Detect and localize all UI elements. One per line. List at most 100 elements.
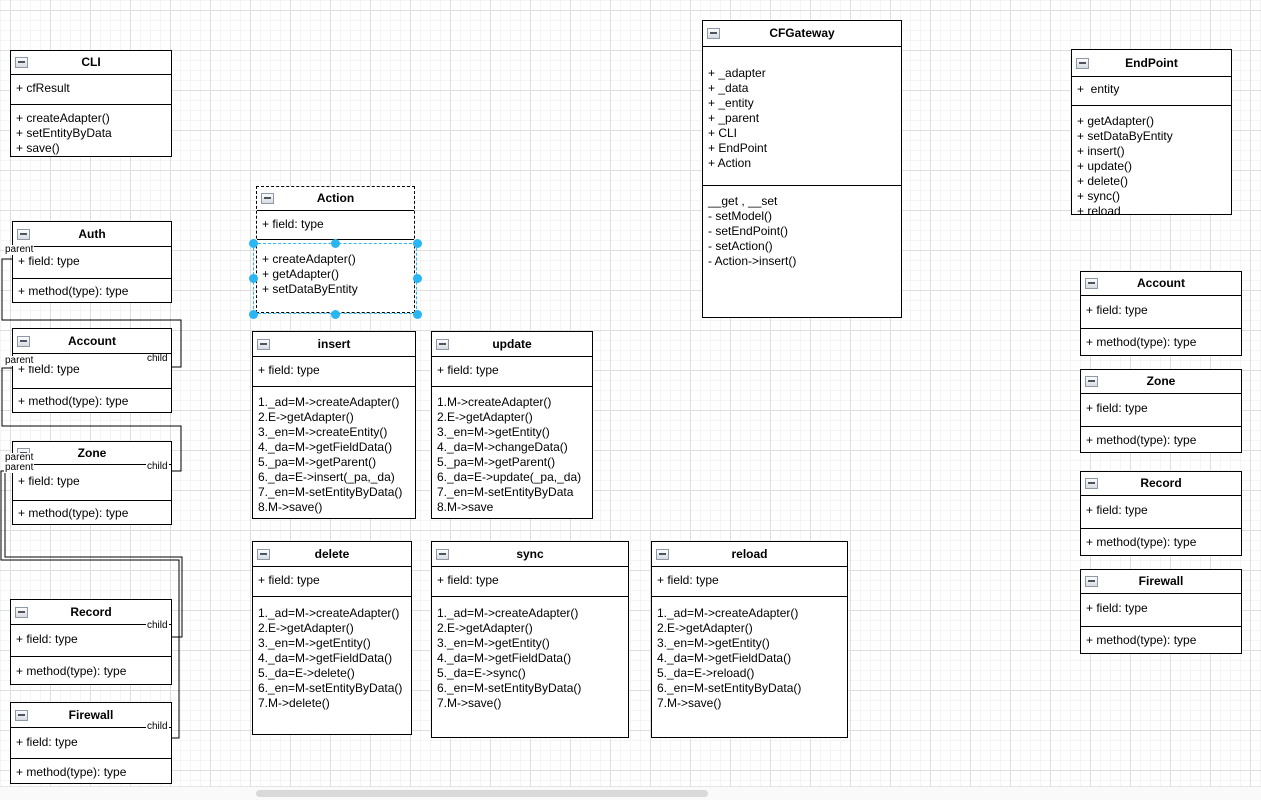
class-node-zone-right[interactable]: Zone+ field: type+ method(type): type — [1080, 369, 1242, 453]
edge-zone-firewall[interactable] — [0, 470, 180, 739]
class-member: + insert() — [1077, 144, 1125, 158]
selection-handle-n[interactable] — [331, 239, 340, 248]
class-compartment-fields[interactable]: + field: type — [432, 566, 628, 596]
class-compartment-fields[interactable]: + field: type — [1081, 593, 1241, 626]
class-compartment-methods[interactable]: 1._ad=M->createAdapter()2.E->getAdapter(… — [652, 596, 847, 737]
selection-handle-ne[interactable] — [413, 239, 422, 248]
class-compartment-fields[interactable]: + field: type — [253, 566, 411, 596]
class-node-account-right[interactable]: Account+ field: type+ method(type): type — [1080, 271, 1242, 356]
class-node-auth[interactable]: Auth+ field: type+ method(type): type — [12, 221, 172, 303]
class-compartment-methods[interactable]: + method(type): type — [1081, 626, 1241, 653]
class-compartment-methods[interactable]: + getAdapter()+ setDataByEntity+ insert(… — [1072, 105, 1231, 214]
class-node-firewall-left[interactable]: Firewall+ field: type+ method(type): typ… — [10, 702, 172, 784]
class-node-cfgateway[interactable]: CFGateway+ _adapter+ _data+ _entity+ _pa… — [702, 20, 902, 318]
class-member: 7.M->save() — [437, 696, 502, 710]
class-compartment-methods[interactable]: + method(type): type — [13, 278, 171, 302]
edge-auth-account[interactable] — [1, 258, 182, 368]
class-compartment-methods[interactable]: + createAdapter()+ setEntityByData+ save… — [11, 104, 171, 156]
collapse-icon[interactable] — [656, 549, 669, 560]
selection-handle-s[interactable] — [331, 310, 340, 319]
class-node-cli[interactable]: CLI+ cfResult+ createAdapter()+ setEntit… — [10, 50, 172, 157]
selection-handle-nw[interactable] — [249, 239, 258, 248]
collapse-icon[interactable] — [1085, 376, 1098, 387]
class-node-action[interactable]: Action+ field: type+ createAdapter()+ ge… — [256, 186, 415, 313]
collapse-icon[interactable] — [257, 549, 270, 560]
class-compartment-fields[interactable]: + entity — [1072, 76, 1231, 105]
class-compartment-fields[interactable]: + _adapter+ _data+ _entity+ _parent+ CLI… — [703, 46, 901, 185]
class-compartment-fields[interactable]: + field: type — [432, 356, 592, 386]
class-compartment-fields[interactable]: + field: type — [1081, 495, 1241, 528]
collapse-icon[interactable] — [17, 229, 30, 240]
selection-handle-e[interactable] — [413, 274, 422, 283]
selection-handle-se[interactable] — [413, 310, 422, 319]
collapse-icon[interactable] — [707, 28, 720, 39]
class-compartment-methods[interactable]: + method(type): type — [1081, 328, 1241, 355]
class-compartment-methods[interactable]: 1._ad=M->createAdapter()2.E->getAdapter(… — [253, 596, 411, 734]
class-compartment-methods[interactable]: + method(type): type — [11, 656, 171, 684]
class-title: Action — [316, 191, 355, 205]
class-node-endpoint[interactable]: EndPoint+ entity+ getAdapter()+ setDataB… — [1071, 49, 1232, 215]
class-compartment-fields[interactable]: + field: type — [257, 210, 414, 239]
selection-handle-sw[interactable] — [249, 310, 258, 319]
class-compartment-fields[interactable]: + field: type — [13, 246, 171, 278]
class-compartment-methods[interactable]: 1._ad=M->createAdapter()2.E->getAdapter(… — [253, 386, 415, 518]
class-compartment-fields[interactable]: + field: type — [1081, 295, 1241, 328]
collapse-icon[interactable] — [17, 336, 30, 347]
class-compartment-methods[interactable]: + method(type): type — [1081, 426, 1241, 452]
class-member: 7.M->save() — [657, 696, 722, 710]
collapse-icon[interactable] — [261, 193, 274, 204]
class-node-record-left[interactable]: Record+ field: type+ method(type): type — [10, 599, 172, 685]
class-member: + createAdapter() — [16, 111, 110, 125]
class-node-zone-left[interactable]: Zone+ field: type+ method(type): type — [12, 441, 172, 525]
collapse-icon[interactable] — [1085, 478, 1098, 489]
minus-glyph — [1088, 482, 1095, 484]
class-member: + method(type): type — [18, 506, 129, 520]
class-compartment-methods[interactable]: 1.M->createAdapter()2.E->getAdapter()3._… — [432, 386, 592, 518]
class-member: + method(type): type — [1086, 633, 1197, 647]
scrollbar-thumb[interactable] — [256, 790, 708, 797]
class-compartment-methods[interactable]: + method(type): type — [11, 758, 171, 783]
class-compartment-methods[interactable]: 1._ad=M->createAdapter()2.E->getAdapter(… — [432, 596, 628, 737]
collapse-icon[interactable] — [15, 710, 28, 721]
selection-handle-w[interactable] — [249, 274, 258, 283]
class-compartment-methods[interactable]: + method(type): type — [13, 388, 171, 412]
collapse-icon[interactable] — [1085, 576, 1098, 587]
class-member: + _parent — [708, 111, 760, 125]
horizontal-scrollbar[interactable] — [0, 786, 1261, 800]
collapse-icon[interactable] — [15, 57, 28, 68]
collapse-icon[interactable] — [1085, 278, 1098, 289]
class-compartment-methods[interactable]: + method(type): type — [1081, 528, 1241, 555]
class-compartment-fields[interactable]: + field: type — [253, 356, 415, 386]
class-compartment-fields[interactable]: + cfResult — [11, 74, 171, 104]
class-compartment-methods[interactable]: __get , __set- setModel()- setEndPoint()… — [703, 185, 901, 317]
collapse-icon[interactable] — [436, 549, 449, 560]
class-compartment-fields[interactable]: + field: type — [11, 624, 171, 656]
class-node-record-right[interactable]: Record+ field: type+ method(type): type — [1080, 471, 1242, 556]
edge-account-zone[interactable] — [1, 367, 182, 472]
collapse-icon[interactable] — [1076, 58, 1089, 69]
class-compartment-fields[interactable]: + field: type — [11, 727, 171, 758]
class-compartment-fields[interactable]: + field: type — [13, 464, 171, 500]
class-node-account-left[interactable]: Account+ field: type+ method(type): type — [12, 328, 172, 413]
class-compartment-fields[interactable]: + field: type — [13, 353, 171, 388]
collapse-icon[interactable] — [257, 339, 270, 350]
selection-outline — [253, 243, 417, 314]
collapse-icon[interactable] — [15, 607, 28, 618]
class-compartment-fields[interactable]: + field: type — [652, 566, 847, 596]
class-compartment-methods[interactable]: + method(type): type — [13, 500, 171, 524]
class-member: - setModel() — [708, 209, 773, 223]
class-member: 7.M->delete() — [258, 696, 330, 710]
class-member: + method(type): type — [16, 664, 127, 678]
class-member: + _adapter — [708, 66, 766, 80]
class-node-firewall-right[interactable]: Firewall+ field: type+ method(type): typ… — [1080, 569, 1242, 654]
collapse-icon[interactable] — [436, 339, 449, 350]
class-compartment-fields[interactable]: + field: type — [1081, 393, 1241, 426]
class-member: + field: type — [1086, 303, 1148, 317]
